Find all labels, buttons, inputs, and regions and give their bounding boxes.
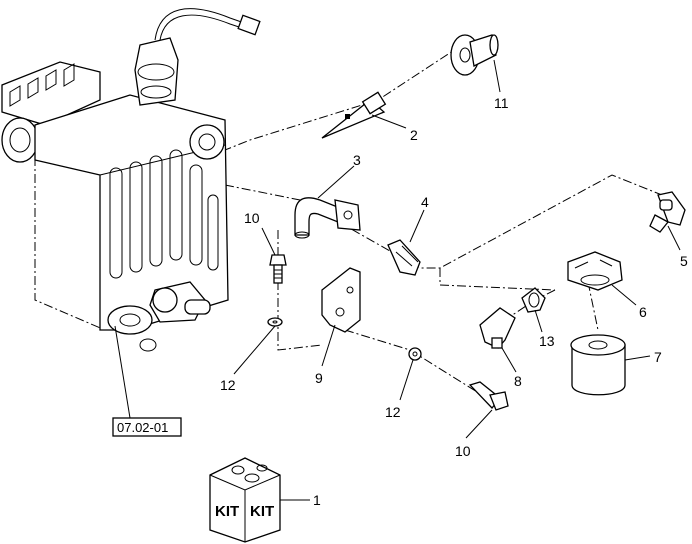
part-4-fitting bbox=[387, 239, 421, 276]
part-6-filter-head bbox=[567, 251, 623, 291]
callout-10-upper: 10 bbox=[244, 210, 260, 226]
reference-box: 07.02-01 bbox=[112, 417, 182, 437]
part-10-bolt-lower bbox=[468, 381, 509, 411]
part-12-washer-upper bbox=[267, 317, 283, 327]
part-13-adapter bbox=[521, 287, 546, 313]
part-11-flanged-tube bbox=[450, 34, 499, 76]
callout-9: 9 bbox=[315, 370, 323, 386]
callout-8: 8 bbox=[514, 373, 522, 389]
callout-1: 1 bbox=[313, 492, 321, 508]
part-7-filter bbox=[570, 334, 626, 396]
part-8-elbow bbox=[479, 307, 516, 349]
reference-label: 07.02-01 bbox=[117, 420, 168, 435]
callout-10-lower: 10 bbox=[455, 443, 471, 459]
cylinder-slots bbox=[109, 149, 219, 279]
callout-4: 4 bbox=[421, 194, 429, 210]
part-2-probe bbox=[321, 91, 387, 139]
kit-label-right: KIT bbox=[250, 503, 274, 520]
part-9-bracket bbox=[321, 267, 361, 333]
callout-6: 6 bbox=[639, 304, 647, 320]
callout-12-lower: 12 bbox=[385, 404, 401, 420]
callout-11: 11 bbox=[494, 95, 509, 111]
callout-12-upper: 12 bbox=[220, 377, 236, 393]
callout-7: 7 bbox=[654, 349, 662, 365]
callout-5: 5 bbox=[680, 253, 688, 269]
part-5-elbow-fitting bbox=[649, 191, 686, 233]
callout-3: 3 bbox=[353, 152, 361, 168]
callout-2: 2 bbox=[410, 127, 418, 143]
callout-13: 13 bbox=[539, 333, 555, 349]
part-3-elbow-pipe bbox=[294, 197, 361, 239]
part-10-bolt-upper bbox=[269, 254, 287, 284]
kit-label-left: KIT bbox=[215, 503, 239, 520]
leader-lines bbox=[114, 59, 681, 501]
engine-block bbox=[1, 8, 261, 352]
part-1-kit-box: KIT KIT bbox=[209, 457, 281, 543]
part-12-washer-lower bbox=[408, 347, 422, 361]
callout-numbers: 11 2 3 4 5 6 7 13 8 9 10 12 12 10 1 bbox=[220, 95, 688, 508]
